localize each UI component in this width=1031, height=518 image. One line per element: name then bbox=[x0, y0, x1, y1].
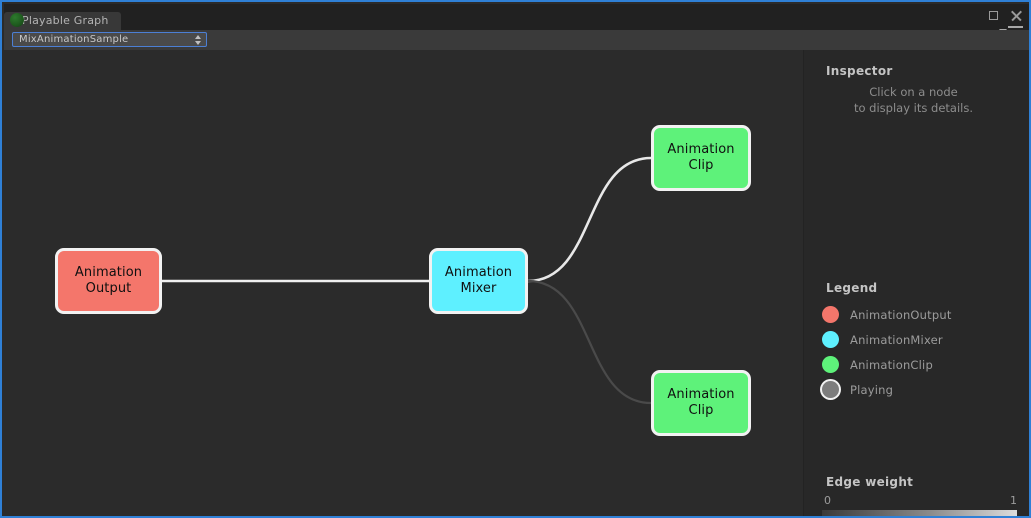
node-label-line1: Animation bbox=[667, 387, 735, 402]
node-label-line2: Output bbox=[85, 281, 132, 296]
legend-swatch-icon bbox=[822, 306, 839, 323]
legend-swatch-icon bbox=[822, 356, 839, 373]
legend-item-label: AnimationClip bbox=[850, 357, 933, 372]
inspector-hint-line2: to display its details. bbox=[853, 101, 973, 115]
green-dot-icon bbox=[10, 13, 24, 27]
legend-title: Legend bbox=[826, 281, 878, 295]
inspector-panel: Inspector Click on a node to display its… bbox=[803, 50, 1029, 516]
legend-swatch-icon bbox=[822, 331, 839, 348]
node-label-line1: Animation bbox=[74, 265, 143, 280]
edge-weight-min-label: 0 bbox=[824, 494, 831, 507]
inspector-title: Inspector bbox=[826, 64, 893, 78]
edge-weight-gradient-bar bbox=[822, 510, 1017, 516]
node-label-line2: Mixer bbox=[460, 281, 497, 296]
legend-item-animationclip: AnimationClip bbox=[822, 356, 933, 373]
legend-item-label: AnimationMixer bbox=[850, 332, 943, 347]
legend-item-animationmixer: AnimationMixer bbox=[822, 331, 943, 348]
node-label-line2: Clip bbox=[688, 158, 714, 173]
close-icon[interactable] bbox=[1010, 9, 1023, 22]
graph-edges bbox=[160, 156, 653, 405]
node-label-line1: Animation bbox=[444, 265, 513, 280]
legend-item-playing: Playing bbox=[822, 381, 893, 398]
tab-label: Playable Graph bbox=[22, 14, 109, 27]
node-label-line2: Clip bbox=[688, 403, 714, 418]
legend-swatch-icon bbox=[822, 381, 839, 398]
graph-edge-mixer-clip-top bbox=[526, 156, 653, 283]
maximize-icon[interactable] bbox=[987, 9, 1000, 22]
legend-item-animationoutput: AnimationOutput bbox=[822, 306, 952, 323]
legend-item-label: AnimationOutput bbox=[850, 307, 952, 322]
toolbar: MixAnimationSample bbox=[4, 30, 1029, 50]
graph-selector-value: MixAnimationSample bbox=[19, 34, 129, 45]
edge-weight-max-label: 1 bbox=[1010, 494, 1017, 507]
window-buttons bbox=[987, 9, 1023, 22]
inspector-hint-line1: Click on a node bbox=[869, 85, 958, 99]
graph-edge-mixer-clip-bottom bbox=[526, 279, 653, 405]
updown-arrows-icon bbox=[195, 35, 202, 46]
legend-item-label: Playing bbox=[850, 382, 894, 397]
node-label-line1: Animation bbox=[667, 142, 735, 157]
tab-playable-graph[interactable]: Playable Graph bbox=[4, 12, 121, 30]
graph-selector-dropdown[interactable]: MixAnimationSample bbox=[12, 32, 207, 47]
edge-weight-title: Edge weight bbox=[826, 475, 914, 489]
title-bar: Playable Graph bbox=[4, 4, 1029, 37]
